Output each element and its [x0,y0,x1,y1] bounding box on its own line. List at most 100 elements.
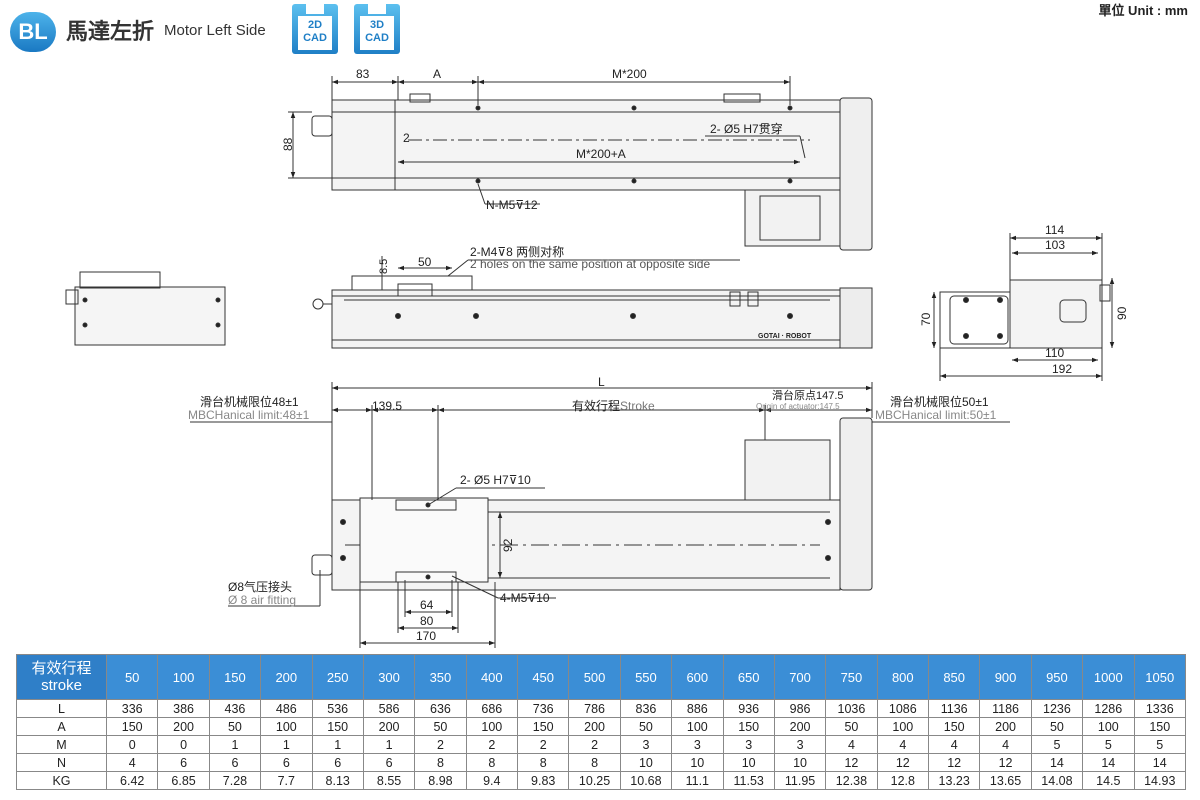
stroke-header-cell: 1050 [1133,654,1186,700]
table-cell: 150 [722,717,775,736]
bottom-tap-label: 4-M5⊽10 [500,591,550,605]
dim-80: 80 [420,614,434,628]
table-cell: 7.28 [208,771,262,790]
table-cell: 11.53 [722,771,775,790]
stroke-header-cell: 50 [105,654,159,700]
table-cell: 50 [825,717,878,736]
stroke-header-cell: 600 [671,654,724,700]
table-cell: 436 [208,699,262,718]
side-tap-label: 2-M4⊽8 两侧对称 [470,245,564,259]
table-cell: 14 [1082,753,1135,772]
technical-drawing: 83 A M*200 88 2 2- Ø5 H7贯穿 M*200+A N-M5⊽… [65,67,1129,648]
table-cell: 200 [157,717,210,736]
table-cell: 10 [722,753,775,772]
top-view [288,76,873,251]
table-cell: 100 [1082,717,1135,736]
table-cell: 6 [311,753,364,772]
cad-2d-line1: 2D [307,19,323,31]
table-cell: 0 [157,735,210,754]
table-cell: 100 [876,717,930,736]
cad-3d-button[interactable]: 3D CAD [354,4,400,54]
stroke-label: 有效行程Stroke [572,398,655,413]
table-cell: 3 [773,735,827,754]
table-cell: 6.85 [157,771,210,790]
table-cell: 12 [927,753,981,772]
stroke-header-cell: 500 [568,654,621,700]
row-label: M [16,735,107,754]
table-cell: 986 [773,699,827,718]
limit-left-en: MBCHanical limit:48±1 [188,408,310,422]
table-cell: 5 [1082,735,1135,754]
table-cell: 13.65 [979,771,1032,790]
stroke-header-cell: 750 [825,654,878,700]
table-cell: 1236 [1030,699,1084,718]
table-cell: 100 [671,717,724,736]
table-cell: 14 [1133,753,1186,772]
table-cell: 886 [671,699,724,718]
table-cell: 1 [311,735,364,754]
table-cell: 4 [927,735,981,754]
top-tap-text: N-M5 [486,198,516,212]
dim-114: 114 [1045,223,1064,237]
table-cell: 14 [1030,753,1084,772]
table-cell: 1086 [876,699,930,718]
side-tap-depth: 8 两侧对称 [506,245,564,259]
floppy-notch-icon [306,4,324,14]
table-cell: 100 [465,717,519,736]
table-cell: 2 [568,735,621,754]
table-cell: 3 [722,735,775,754]
end-view [931,233,1115,381]
stroke-header-cell: 450 [516,654,570,700]
stroke-header-cell: 100 [157,654,210,700]
table-cell: 10 [619,753,673,772]
table-cell: 4 [825,735,878,754]
brand-label: GOTAI · ROBOT [758,333,812,340]
air-fitting-cn: Ø8气压接头 [228,579,292,594]
top-tap-label: N-M5⊽12 [486,198,538,212]
stroke-header-cell: 650 [722,654,775,700]
floppy-label-3d: 3D CAD [360,16,394,50]
top-tap-depth: 12 [524,198,538,212]
table-cell: 8 [465,753,519,772]
cad-2d-button[interactable]: 2D CAD [292,4,338,54]
table-cell: 150 [927,717,981,736]
table-cell: 100 [260,717,313,736]
table-cell: 5 [1030,735,1084,754]
table-cell: 200 [979,717,1032,736]
table-cell: 1286 [1082,699,1135,718]
stroke-en: Stroke [620,399,655,413]
dim-64: 64 [420,598,434,612]
title-chinese: 馬達左折 [66,19,155,44]
table-cell: 636 [414,699,467,718]
stroke-header-cell: 950 [1030,654,1084,700]
table-cell: 12 [825,753,878,772]
table-cell: 10.25 [568,771,621,790]
table-cell: 6 [362,753,416,772]
row-label: KG [16,771,107,790]
table-cell: 13.23 [927,771,981,790]
dim-90: 90 [1115,306,1129,320]
table-cell: 14.5 [1082,771,1135,790]
dim-110: 110 [1045,346,1064,360]
depth-symbol-icon: ⊽ [527,591,536,605]
table-cell: 6 [157,753,210,772]
table-cell: 3 [619,735,673,754]
table-cell: 1 [260,735,313,754]
table-cell: 4 [105,753,159,772]
model-badge: BL [10,12,56,52]
table-cell: 12 [979,753,1032,772]
table-cell: 2 [516,735,570,754]
stroke-header-cn: 有效行程 [31,660,92,677]
table-cell: 1136 [927,699,981,718]
stroke-header-label: 有效行程 stroke [16,654,107,700]
table-cell: 8 [414,753,467,772]
table-cell: 1 [208,735,262,754]
bottom-tap-depth: 10 [536,591,550,605]
table-cell: 1186 [979,699,1032,718]
table-cell: 8 [568,753,621,772]
